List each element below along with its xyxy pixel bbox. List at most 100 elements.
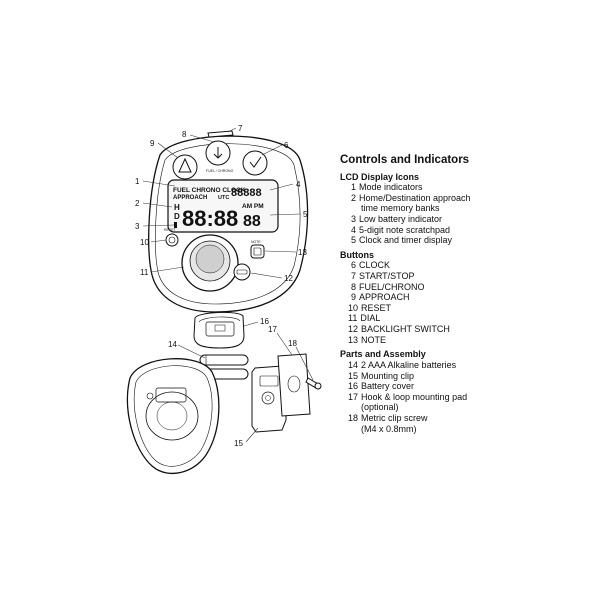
backlight-switch[interactable] [233,263,251,281]
fuel-button-label: FUEL / CHRONO [206,169,234,173]
legend-item-text: Home/Destination approach [359,192,471,203]
start-stop-button[interactable] [207,130,234,138]
callout-5: 5 [303,210,308,219]
clock-check-icon [249,156,262,168]
dial-knob[interactable] [181,234,239,292]
lcd-bank-d: D [174,212,180,221]
legend-item-text: RESET [361,302,392,313]
legend-item-continuation: (optional) [361,402,399,413]
callout-8: 8 [182,130,187,139]
lcd-low-battery-indicator [174,222,177,228]
legend-item-text: Mode indicators [359,182,423,193]
legend-section-heading: Buttons [340,249,374,260]
legend-item-text: FUEL/CHRONO [359,281,425,292]
lcd-bank-h: H [174,203,180,212]
callout-leaders-parts [177,321,314,443]
legend-item-number: 11 [348,313,358,324]
legend-section-heading: LCD Display Icons [340,171,420,182]
callout-14: 14 [168,340,177,349]
legend-section-heading: Parts and Assembly [340,349,426,360]
callout-2: 2 [135,199,140,208]
legend-item-number: 14 [348,359,359,370]
legend-item-text: Hook & loop mounting pad [361,391,468,402]
legend-item-number: 16 [348,381,359,392]
legend-item-text: DIAL [360,313,381,324]
metric-clip-screw [305,377,322,390]
parts-assembly [126,311,322,475]
legend-item-text: Metric clip screw [361,412,428,423]
lcd-main-digits: 88:88 [182,206,238,231]
legend-item-number: 4 [350,224,356,235]
legend-item-number: 10 [348,302,359,313]
legend-item-text: 5-digit note scratchpad [359,224,451,235]
callout-15: 15 [234,439,243,448]
legend-item-number: 9 [350,292,356,303]
callout-12: 12 [284,274,293,283]
legend-item-text: 2 AAA Alkaline batteries [361,359,457,370]
controls-legend: Controls and Indicators LCD Display Icon… [340,154,590,434]
callout-18: 18 [288,339,297,348]
legend-item-number: 2 [350,192,356,203]
lcd-approach-label: APPROACH [173,195,207,201]
approach-arrow-icon [178,157,192,173]
chrono-arrow-icon [213,147,223,159]
legend-item-text: CLOCK [359,260,391,271]
callout-13: 13 [298,248,307,257]
legend-item-text: APPROACH [359,292,410,303]
legend-title: Controls and Indicators [340,154,470,166]
legend-item-number: 15 [348,370,359,381]
legend-item-number: 17 [348,391,359,402]
callout-16: 16 [260,317,269,326]
note-button[interactable] [250,244,265,259]
legend-item-continuation: time memory banks [361,203,440,214]
lcd-seconds: 88 [243,213,261,230]
callout-numbers: 1 2 3 4 5 6 7 8 9 10 11 12 13 14 15 16 1… [135,124,308,448]
legend-item-number: 8 [350,281,356,292]
lcd-am-pm: AM PM [242,203,264,210]
legend-item-text: Mounting clip [361,370,415,381]
legend-item-text: NOTE [361,334,387,345]
approach-button[interactable] [172,154,198,180]
callout-9: 9 [150,139,155,148]
legend-item-number: 18 [348,412,359,423]
lcd-display [167,179,279,233]
legend-item-number: 6 [350,260,356,271]
callout-17: 17 [268,325,277,334]
legend-item-text: Battery cover [361,381,415,392]
legend-item-continuation: (M4 x 0.8mm) [361,423,417,434]
callout-10: 10 [140,238,149,247]
device-front-view: APPROACH FUEL / CHRONO CLOCK FUEL CHRONO… [148,130,309,313]
legend-item-number: 12 [348,324,359,335]
lcd-mode-indicators: FUEL CHRONO CLOCK [173,187,246,194]
device-body [148,135,309,313]
callout-6: 6 [284,141,289,150]
callout-3: 3 [135,222,140,231]
lcd-utc-label: UTC [218,195,229,201]
callout-7: 7 [238,124,243,133]
clock-button[interactable] [242,150,268,176]
legend-item-text: START/STOP [359,271,415,282]
legend-item-text: Clock and timer display [359,235,453,246]
battery-cover [193,311,245,349]
fuel-chrono-button[interactable] [205,140,231,166]
reset-button[interactable] [165,233,179,247]
legend-item-number: 1 [350,182,356,193]
reset-button-label: RESET [164,228,177,232]
hook-loop-pad [277,353,311,417]
